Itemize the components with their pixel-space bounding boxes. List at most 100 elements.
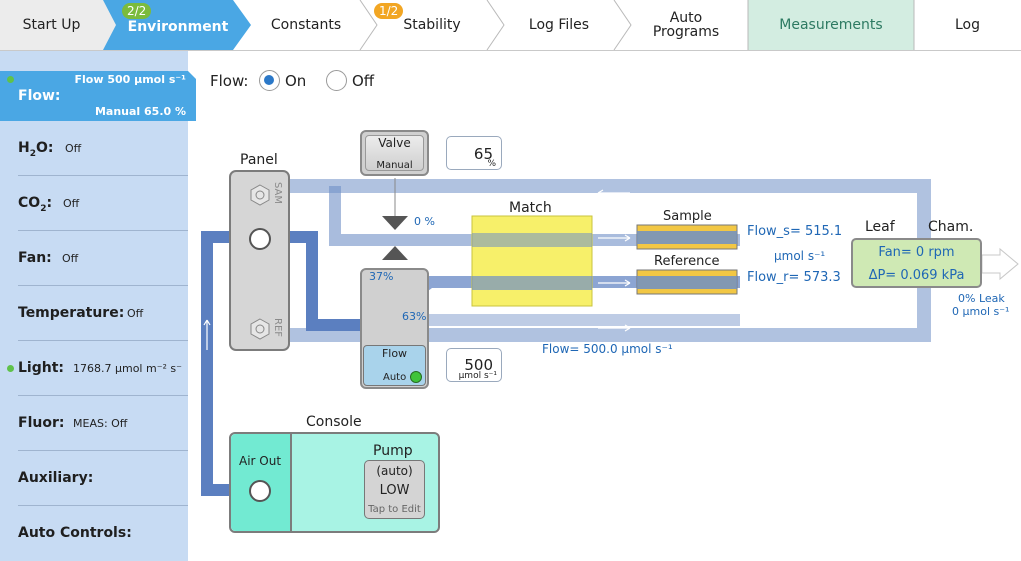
pump-button[interactable]: (auto) LOW Tap to Edit xyxy=(364,460,425,519)
valve-title: Valve xyxy=(378,136,411,150)
valve-value-field[interactable]: 65 % xyxy=(446,136,502,170)
air-out-label: Air Out xyxy=(239,454,282,468)
sidebar-item-value: Off xyxy=(127,307,144,320)
flow-button-mode: Auto xyxy=(383,372,407,383)
sidebar-item-label: Auto Controls: xyxy=(18,525,132,541)
flow-setpoint: Flow 500 µmol s⁻¹ xyxy=(74,73,186,86)
top-tab-bar: Start Up Environment 2/2 Constants Stabi… xyxy=(0,0,1021,51)
tab-label: Log Files xyxy=(528,17,590,33)
status-dot xyxy=(7,76,14,83)
valve-mode: Manual xyxy=(376,160,413,171)
flow-button-title: Flow xyxy=(381,347,408,360)
leak-percent: 0% Leak xyxy=(958,292,1005,305)
tab-measurements-bg xyxy=(748,0,914,50)
flow-sample-value: Flow_s= 515.1 xyxy=(747,224,843,239)
sidebar-active-bg xyxy=(0,71,196,121)
tab-environment[interactable]: Environment xyxy=(118,0,238,52)
tab-label: Start Up xyxy=(22,17,81,33)
chamber-label: Cham. xyxy=(928,219,974,235)
console-box: Air Out Pump xyxy=(229,432,440,533)
flow-value: 500 xyxy=(464,356,493,374)
sidebar-item-label: Fan: xyxy=(18,250,52,266)
valve-button[interactable]: Valve Manual xyxy=(360,130,429,176)
sidebar-item-temperature[interactable]: Temperature: Off xyxy=(0,286,188,341)
sidebar-item-fan[interactable]: Fan: Off xyxy=(0,231,188,286)
tab-badge: 2/2 xyxy=(122,3,152,19)
sidebar-item-value: Off xyxy=(62,252,79,265)
leaf-label: Leaf xyxy=(865,219,895,235)
panel-label: Panel xyxy=(240,152,278,168)
sidebar-item-label: Fluor: xyxy=(18,415,65,431)
air-out-port-icon xyxy=(249,480,271,502)
tab-stability[interactable]: Stability xyxy=(378,0,486,50)
sidebar: Flow: Flow 500 µmol s⁻¹ Manual 65.0 % H2… xyxy=(0,51,196,561)
tab-label: Log xyxy=(954,17,980,33)
tab-measurements[interactable]: Measurements xyxy=(748,0,914,50)
sample-label: Sample xyxy=(663,209,712,224)
leak-arrow xyxy=(981,247,1019,281)
flow-off-radio[interactable] xyxy=(326,70,347,91)
total-flow: Flow= 500.0 µmol s⁻¹ xyxy=(542,342,673,356)
sidebar-item-flow[interactable]: Flow: Flow 500 µmol s⁻¹ Manual 65.0 % xyxy=(0,71,196,121)
flow-reference-value: Flow_r= 573.3 xyxy=(747,270,841,285)
sidebar-item-value: MEAS: Off xyxy=(73,417,128,430)
flow-mode: Manual 65.0 % xyxy=(94,105,186,118)
sidebar-item-co2[interactable]: CO2: Off xyxy=(0,176,188,231)
reference-cell xyxy=(636,269,738,295)
console-label: Console xyxy=(306,414,362,430)
flow-units: µmol s⁻¹ xyxy=(774,249,826,263)
auto-status-dot xyxy=(410,371,422,383)
flow-on-radio[interactable] xyxy=(259,70,280,91)
tab-label: Stability xyxy=(403,17,461,33)
fan-speed: Fan= 0 rpm xyxy=(878,245,955,260)
reference-label: Reference xyxy=(654,254,720,269)
pump-hint: Tap to Edit xyxy=(368,504,421,515)
tab-start-up[interactable]: Start Up xyxy=(0,0,103,50)
tab-log-files[interactable]: Log Files xyxy=(505,0,613,50)
pump-level: LOW xyxy=(379,483,410,498)
sidebar-item-h2o[interactable]: H2O: Off xyxy=(0,121,188,176)
flow-unit: µmol s⁻¹ xyxy=(458,371,497,381)
split-top-percent: 37% xyxy=(369,270,394,283)
flow-value-field[interactable]: 500 µmol s⁻¹ xyxy=(446,348,502,382)
panel-port-icon xyxy=(249,228,271,250)
flow-on-label[interactable]: On xyxy=(285,72,307,90)
ref-hex-icon xyxy=(249,318,271,340)
sam-label: SAM xyxy=(272,182,283,205)
sidebar-item-label: Temperature: xyxy=(18,305,125,321)
valve-triangle-down xyxy=(382,216,408,230)
match-label: Match xyxy=(509,200,552,216)
radio-selected-indicator xyxy=(264,75,274,85)
pump-mode: (auto) xyxy=(376,464,413,478)
sidebar-item-fluor[interactable]: Fluor: MEAS: Off xyxy=(0,396,188,451)
sidebar-item-light[interactable]: Light: 1768.7 µmol m⁻² s⁻ xyxy=(0,341,188,396)
flow-button[interactable]: Flow Auto xyxy=(363,345,426,386)
sam-hex-icon xyxy=(249,184,270,206)
sample-cell xyxy=(636,224,738,250)
split-bottom-percent: 63% xyxy=(402,310,427,323)
sidebar-item-auxiliary[interactable]: Auxiliary: xyxy=(0,451,188,506)
flow-control-label: Flow: xyxy=(210,72,249,90)
tab-constants[interactable]: Constants xyxy=(252,0,360,50)
tab-label: Constants xyxy=(270,17,342,33)
tab-log[interactable]: Log xyxy=(914,0,1021,50)
flow-off-label[interactable]: Off xyxy=(352,72,375,90)
tab-label: Auto Programs xyxy=(652,10,720,40)
tab-label: Measurements xyxy=(779,17,883,33)
match-box xyxy=(471,215,593,307)
sidebar-item-label: Light: xyxy=(18,360,64,376)
valve-triangle-up xyxy=(382,246,408,260)
sidebar-item-value: Off xyxy=(63,197,80,210)
tab-label: Environment xyxy=(127,19,229,35)
panel-box[interactable]: SAM REF xyxy=(229,170,290,351)
sidebar-item-label: CO2: xyxy=(18,195,53,214)
pressure-delta: ΔP= 0.069 kPa xyxy=(868,268,965,283)
tab-badge: 1/2 xyxy=(374,3,404,19)
sidebar-item-auto-controls[interactable]: Auto Controls: xyxy=(0,506,188,561)
tab-auto-programs[interactable]: Auto Programs xyxy=(640,0,732,50)
leaf-chamber-box[interactable]: Fan= 0 rpm ΔP= 0.069 kPa xyxy=(851,238,982,288)
valve-unit: % xyxy=(487,159,496,169)
valve-percent: 0 % xyxy=(414,215,435,228)
status-dot xyxy=(7,365,14,372)
sidebar-item-label: H2O: xyxy=(18,140,54,159)
